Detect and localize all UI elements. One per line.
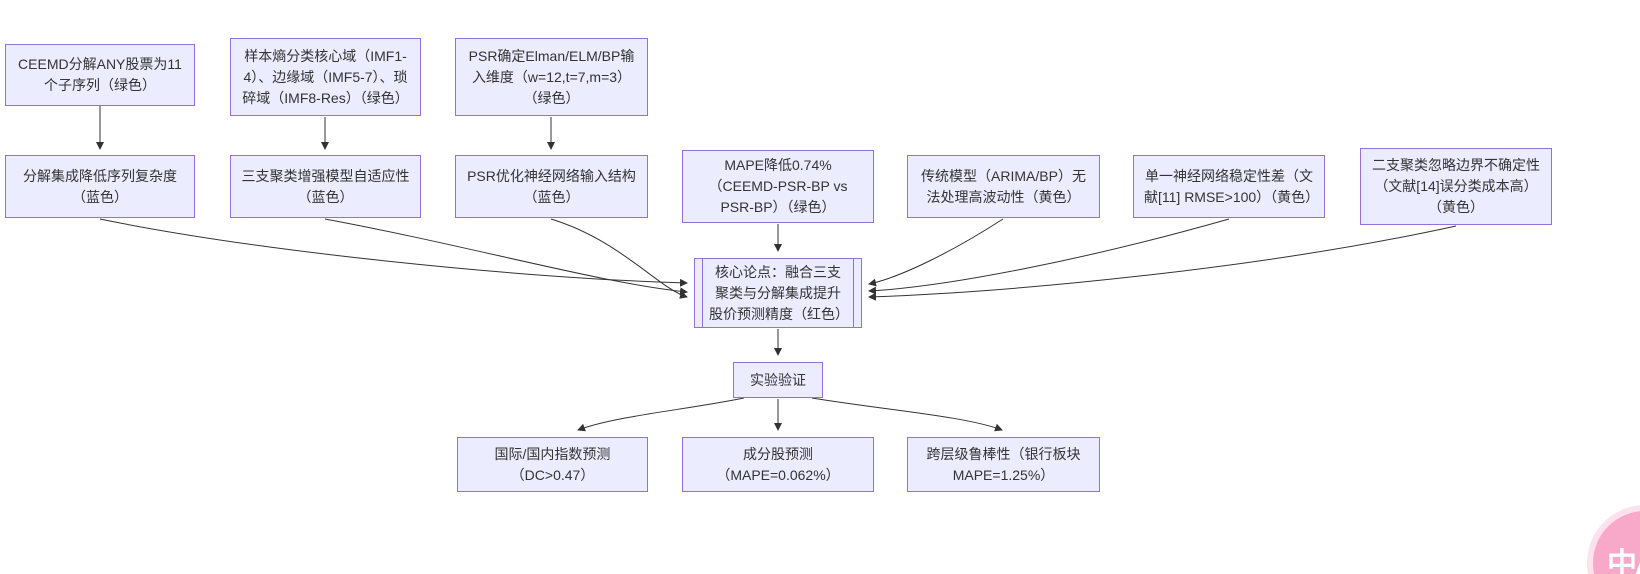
edge-n8-core: [868, 218, 1004, 287]
node-experimental-validation: 实验验证: [733, 362, 823, 398]
node-decomposition-reduces-complexity: 分解集成降低序列复杂度（蓝色）: [5, 155, 195, 218]
node-ceemd-decompose: CEEMD分解ANY股票为11个子序列（绿色）: [5, 44, 195, 106]
node-psr-input-dimensions: PSR确定Elman/ELM/BP输入维度（w=12,t=7,m=3）（绿色）: [455, 38, 648, 116]
node-two-way-clustering-limits: 二支聚类忽略边界不确定性（文献[14]误分类成本高）（黄色）: [1360, 148, 1552, 225]
edge-n6-core: [550, 218, 688, 299]
node-single-network-instability: 单一神经网络稳定性差（文献[11] RMSE>100）（黄色）: [1133, 155, 1325, 218]
node-index-prediction: 国际/国内指数预测（DC>0.47）: [457, 437, 648, 492]
node-constituent-stock-prediction: 成分股预测（MAPE=0.062%）: [682, 437, 874, 492]
translate-button[interactable]: 中A: [1593, 511, 1640, 574]
node-mape-reduction: MAPE降低0.74%（CEEMD-PSR-BP vs PSR-BP）（绿色）: [682, 150, 874, 223]
edge-n9-core: [868, 218, 1230, 295]
core-thesis-label: 核心论点：融合三支聚类与分解集成提升股价预测精度（红色）: [702, 259, 854, 327]
edge-exp-n14: [811, 397, 1003, 432]
edge-exp-n12: [577, 397, 745, 432]
edge-n10-core: [868, 225, 1457, 301]
node-core-thesis: 核心论点：融合三支聚类与分解集成提升股价预测精度（红色）: [694, 258, 862, 328]
node-psr-optimizes-input-structure: PSR优化神经网络输入结构（蓝色）: [455, 155, 648, 218]
node-sample-entropy-domains: 样本熵分类核心域（IMF1-4）、边缘域（IMF5-7）、琐碎域（IMF8-Re…: [230, 38, 421, 116]
node-cross-level-robustness: 跨层级鲁棒性（银行板块 MAPE=1.25%）: [907, 437, 1100, 492]
edge-n5-core: [324, 218, 688, 296]
node-traditional-model-limits: 传统模型（ARIMA/BP）无法处理高波动性（黄色）: [907, 155, 1100, 218]
node-three-way-clustering-adaptivity: 三支聚类增强模型自适应性（蓝色）: [230, 155, 421, 218]
translate-icon: 中A: [1607, 548, 1640, 574]
edge-n4-core: [99, 218, 688, 287]
